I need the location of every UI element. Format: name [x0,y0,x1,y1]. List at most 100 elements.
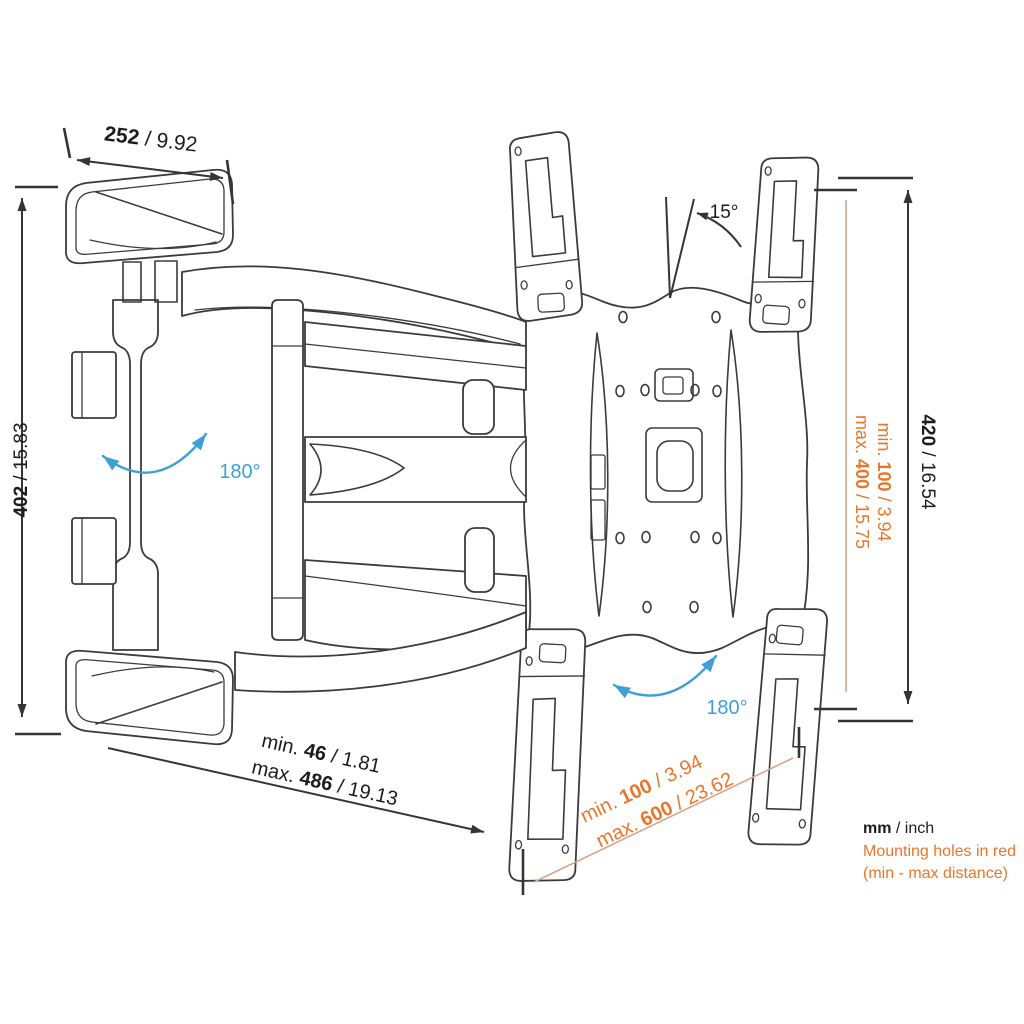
legend: mm / inch Mounting holes in red (min - m… [863,820,1016,882]
dim-value-inch: / 15.75 [852,489,872,549]
plate-hole [615,531,625,545]
hinge-column [271,299,304,641]
strap-hole [514,146,522,157]
dim-left-height-label: 402 / 15.83 [11,422,32,517]
plate-rib-detail [590,454,606,490]
plate-hole [640,383,650,397]
swivel-arrowhead [614,685,631,699]
dim-prefix: max. [852,415,872,459]
dim-value-inch: / 16.54 [917,446,938,510]
arrowhead [697,212,709,221]
strap-latch [538,643,567,664]
plate-rib-left [589,332,609,617]
arm-middle-leaf [309,443,405,496]
dim-value: 100 [874,461,894,491]
dim-prefix: min. [260,730,307,761]
tilt-angle-annotation: 15° [665,196,742,299]
arrowhead [17,704,27,717]
plate-hole [711,310,721,324]
strap-hole [798,298,806,309]
dim-right-height: 420 / 16.54 [838,176,938,723]
hinge-knuckle-upper [462,379,495,435]
dim-value-inch: / 9.92 [138,127,199,157]
strap-hole [752,812,760,823]
legend-units-inch: / inch [891,820,934,837]
dim-value-inch: / 15.83 [11,422,32,485]
strap-slot [765,678,806,811]
legend-note-line2: (min - max distance) [863,865,1008,882]
dim-value-inch: / 3.94 [874,492,894,542]
swivel-arrowhead [103,456,120,471]
strap-arm-bottom-right [747,608,828,846]
strap-hole [798,819,806,829]
strap-hole [514,839,523,850]
plate-hole [618,310,628,324]
dim-value: 252 [103,122,141,149]
rail-block-lower [71,517,117,585]
tv-pad-top [65,168,234,265]
tv-arm-side-view [65,168,527,746]
strap-hole [764,166,772,176]
strap-arm-top-right [748,156,820,333]
plate-swivel-label: 180° [706,697,747,719]
arrowhead [209,171,223,181]
strap-arm-top-left [509,131,584,322]
legend-note-line1: Mounting holes in red [863,843,1016,860]
legend-units: mm / inch [863,820,934,837]
dim-right-height-label: 420 / 16.54 [917,414,938,510]
strap-latch [762,304,791,326]
plate-center-hole [656,440,694,492]
dim-value: 402 [11,486,32,518]
plate-swivel-annotation: 180° [612,654,748,719]
dim-top-width: 252 / 9.92 [62,122,235,205]
plate-hole [615,384,625,398]
plate-rib-detail [590,499,606,541]
dim-left-height: 402 / 15.83 [11,185,61,736]
strap-hole [768,633,777,644]
dim-right-mounting-holes: min. 100 / 3.94 max. 400 / 15.75 [814,188,894,711]
dim-value-inch: / 1.81 [324,744,383,778]
strap-hole [520,280,528,290]
plate-center-recess [645,427,703,503]
vesa-hole-pattern [615,310,722,614]
arrowhead [903,190,913,203]
pad-post [154,260,178,303]
pad-post [122,261,142,303]
arrowhead [903,691,913,704]
strap-slot [767,180,805,279]
arm-swivel-annotation: 180° [101,432,261,483]
plate-upper-slot-inner [662,376,684,395]
plate-hole [690,530,700,544]
wall-plate-body [522,286,810,654]
strap-arm-bottom-left [508,628,587,882]
dim-top-width-label: 252 / 9.92 [103,122,199,156]
dim-depth-min-label: min. 46 / 1.81 [260,730,383,778]
hinge-knuckle-lower [464,527,495,593]
dim-prefix: min. [874,422,894,461]
plate-rib-right [724,329,743,618]
dim-value: 400 [852,459,872,489]
strap-slot [524,156,567,258]
plate-hole [642,600,652,614]
arm-middle-link [304,436,527,503]
arm-lower-sweep [234,611,527,693]
arrowhead [77,157,91,167]
dim-bottom-depth: min. 46 / 1.81 max. 486 / 19.13 [107,730,485,834]
tv-pad-bottom [65,649,234,746]
plate-hole [712,531,722,545]
strap-slot [527,697,567,841]
plate-hole [690,383,700,397]
legend-units-mm: mm [863,820,891,837]
tilt-angle-label: 15° [710,202,739,223]
plate-hole [712,384,722,398]
strap-hole [561,844,570,855]
swivel-arrowhead [701,656,716,673]
arrowhead [470,824,484,834]
strap-hole [754,293,762,304]
dim-right-holes-max-label: max. 400 / 15.75 [852,415,872,549]
dim-value: 46 [302,739,329,765]
rail-block-upper [71,351,117,419]
tv-rail [112,299,159,651]
